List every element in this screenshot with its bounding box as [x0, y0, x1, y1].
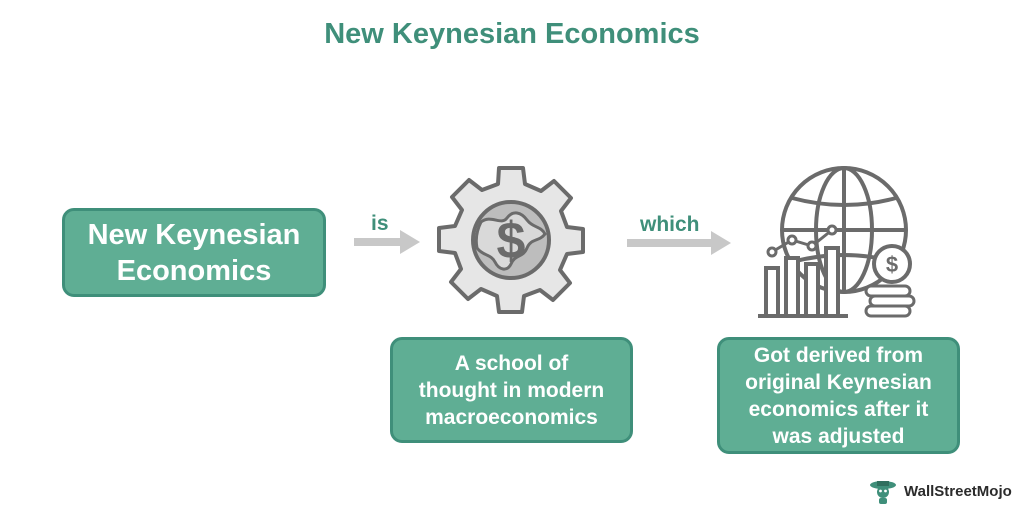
- arrow-is-icon: [354, 230, 420, 254]
- svg-text:$: $: [886, 252, 898, 277]
- globe-chart-coins-icon: $: [758, 166, 916, 318]
- school-line-3: macroeconomics: [425, 405, 598, 429]
- derived-line-1: Got derived from: [753, 343, 924, 367]
- gear-globe-dollar-icon: $: [437, 166, 585, 314]
- connector-which-label: which: [640, 213, 700, 236]
- main-concept-line-1: New Keynesian: [87, 218, 301, 251]
- school-line-1: A school of: [454, 351, 569, 375]
- derived-line-2: original Keynesian: [745, 370, 932, 394]
- connector-is-label: is: [371, 212, 389, 235]
- school-line-2: thought in modern: [418, 378, 605, 402]
- main-concept-line-2: Economics: [116, 254, 272, 287]
- derived-line-3: economics after it: [748, 397, 929, 421]
- page-title: New Keynesian Economics: [324, 18, 700, 50]
- brand-mascot-icon: [870, 481, 896, 504]
- svg-text:$: $: [497, 212, 526, 270]
- brand-logo: WallStreetMojo: [868, 478, 1012, 504]
- main-concept-box: New Keynesian Economics: [62, 208, 326, 297]
- arrow-which-icon: [627, 231, 731, 255]
- brand-name: WallStreetMojo: [904, 482, 1012, 500]
- derived-origin-box: Got derived from original Keynesian econ…: [717, 337, 960, 454]
- derived-line-4: was adjusted: [772, 424, 905, 448]
- school-of-thought-box: A school of thought in modern macroecono…: [390, 337, 633, 443]
